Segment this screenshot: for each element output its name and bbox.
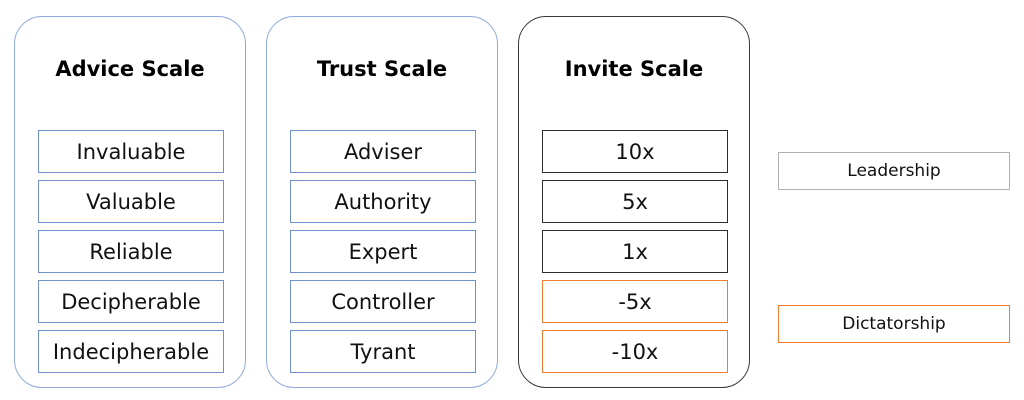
invite-item-minus-5x: -5x bbox=[542, 280, 728, 323]
advice-item-invaluable: Invaluable bbox=[38, 130, 224, 173]
advice-item-indecipherable: Indecipherable bbox=[38, 330, 224, 373]
advice-item-decipherable: Decipherable bbox=[38, 280, 224, 323]
legend-leadership: Leadership bbox=[778, 152, 1010, 190]
trust-item-controller: Controller bbox=[290, 280, 476, 323]
legend-dictatorship: Dictatorship bbox=[778, 305, 1010, 343]
trust-scale-panel: Trust Scale Adviser Authority Expert Con… bbox=[266, 16, 498, 388]
advice-scale-panel: Advice Scale Invaluable Valuable Reliabl… bbox=[14, 16, 246, 388]
invite-scale-title: Invite Scale bbox=[564, 57, 704, 81]
trust-scale-list: Adviser Authority Expert Controller Tyra… bbox=[290, 130, 476, 380]
trust-scale-title: Trust Scale bbox=[316, 57, 448, 81]
advice-scale-list: Invaluable Valuable Reliable Decipherabl… bbox=[38, 130, 224, 380]
advice-item-reliable: Reliable bbox=[38, 230, 224, 273]
advice-scale-title: Advice Scale bbox=[55, 57, 205, 81]
trust-item-tyrant: Tyrant bbox=[290, 330, 476, 373]
invite-item-5x: 5x bbox=[542, 180, 728, 223]
invite-item-minus-10x: -10x bbox=[542, 330, 728, 373]
invite-item-1x: 1x bbox=[542, 230, 728, 273]
advice-item-valuable: Valuable bbox=[38, 180, 224, 223]
trust-item-expert: Expert bbox=[290, 230, 476, 273]
invite-scale-list: 10x 5x 1x -5x -10x bbox=[542, 130, 728, 380]
trust-item-adviser: Adviser bbox=[290, 130, 476, 173]
trust-item-authority: Authority bbox=[290, 180, 476, 223]
invite-item-10x: 10x bbox=[542, 130, 728, 173]
invite-scale-panel: Invite Scale 10x 5x 1x -5x -10x bbox=[518, 16, 750, 388]
